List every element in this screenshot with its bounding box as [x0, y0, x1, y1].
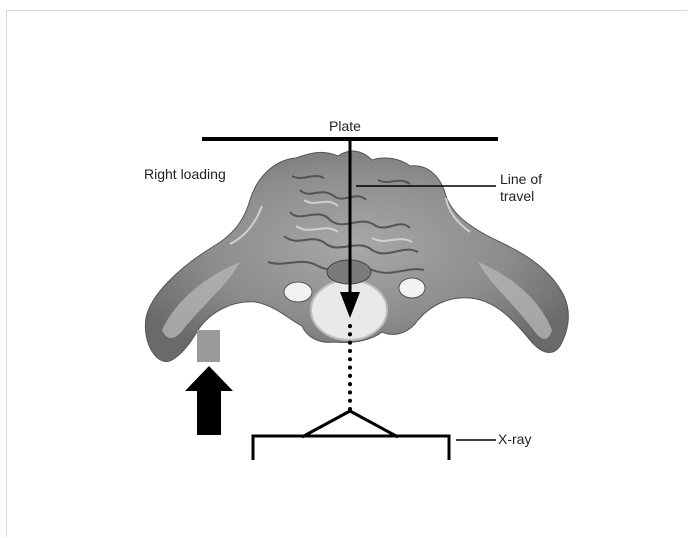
right-foramen — [399, 278, 425, 298]
right-loading-label: Right loading — [144, 166, 226, 183]
line-of-travel-label: Line of travel — [500, 171, 542, 205]
xray-label: X-ray — [498, 431, 531, 448]
load-pad — [197, 330, 220, 362]
up-arrow-icon — [185, 366, 233, 435]
xray-detector — [253, 411, 449, 460]
plate-label: Plate — [329, 118, 361, 135]
left-foramen — [284, 282, 312, 302]
